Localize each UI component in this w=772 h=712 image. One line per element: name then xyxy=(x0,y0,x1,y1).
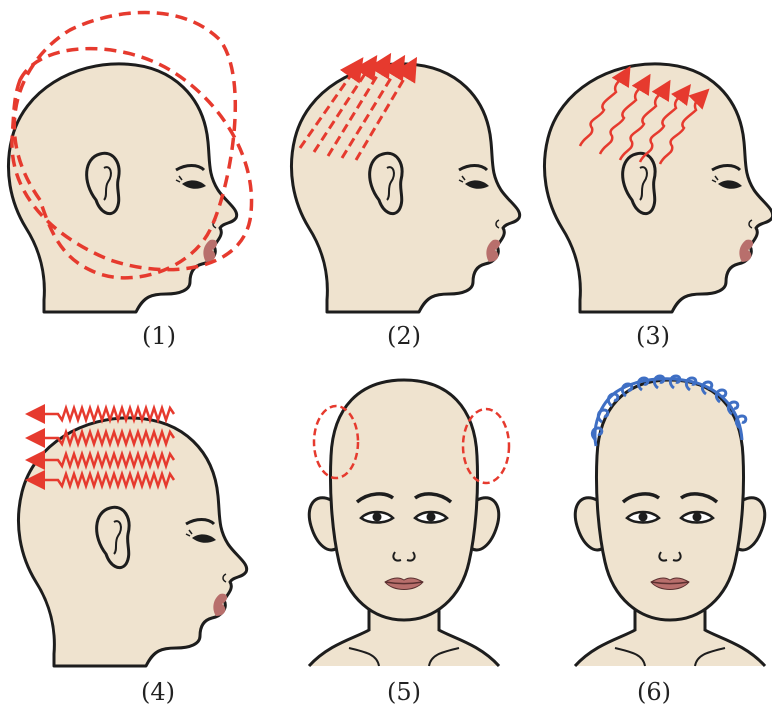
panel-5-caption: (5) xyxy=(344,678,464,706)
panel-4-caption: (4) xyxy=(98,678,218,706)
panel-4-side-head xyxy=(18,418,246,666)
panel-3-side-head xyxy=(544,64,772,312)
panel-2-caption: (2) xyxy=(344,322,464,350)
panel-6-caption: (6) xyxy=(594,678,714,706)
panel-2-side-head xyxy=(291,64,519,312)
panel-1-caption: (1) xyxy=(99,322,219,350)
panel-5-front-head xyxy=(309,380,499,666)
panel-3-caption: (3) xyxy=(593,322,713,350)
panel-1-side-head xyxy=(8,64,236,312)
